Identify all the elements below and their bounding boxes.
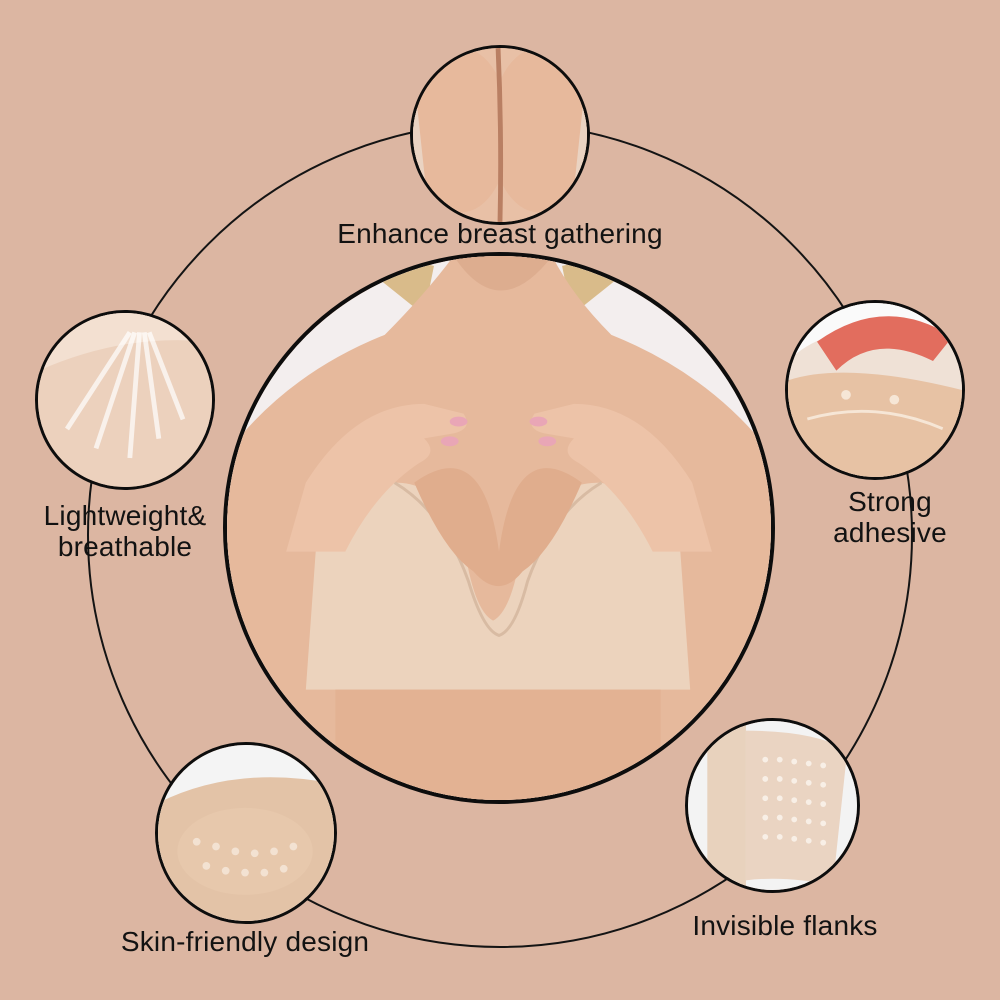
feature-label-adhesive-line2: adhesive xyxy=(833,517,947,548)
feature-label-breathable: Lightweight& breathable xyxy=(10,500,240,562)
feature-label-adhesive: Strong adhesive xyxy=(790,486,990,548)
main-product-photo xyxy=(223,252,775,804)
feature-label-adhesive-line1: Strong xyxy=(848,486,932,517)
feature-label-skin-friendly: Skin-friendly design xyxy=(120,926,370,957)
feature-label-breathable-line1: Lightweight& xyxy=(43,500,207,531)
adhesive-detail-photo xyxy=(785,300,965,480)
feature-label-breathable-line2: breathable xyxy=(57,531,193,562)
feature-label-gathering: Enhance breast gathering xyxy=(337,218,663,249)
gathering-detail-photo xyxy=(410,45,590,225)
invisible-flanks-photo xyxy=(685,718,860,893)
feature-label-invisible-flanks: Invisible flanks xyxy=(692,910,878,941)
skin-friendly-photo xyxy=(155,742,337,924)
breathable-fabric-photo xyxy=(35,310,215,490)
